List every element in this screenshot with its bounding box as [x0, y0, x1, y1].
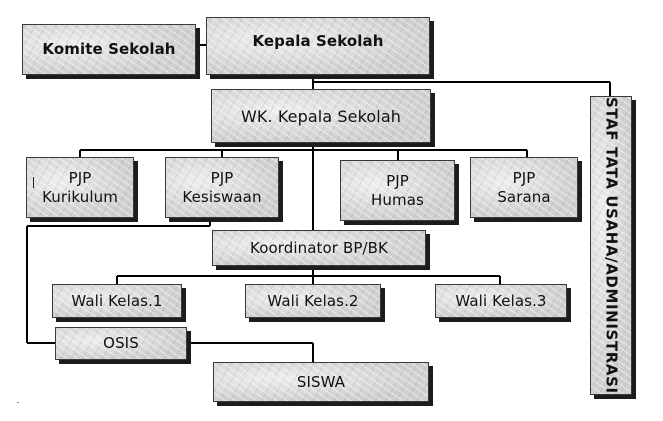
node-pjp-kurikulum: PJP Kurikulum — [26, 157, 134, 218]
stray-dot-mark — [17, 402, 19, 403]
node-wali-kelas-3-label: Wali Kelas.3 — [455, 291, 547, 310]
node-pjp-sarana-line2: Sarana — [497, 187, 551, 206]
node-wk-kepala-sekolah: WK. Kepala Sekolah — [211, 89, 431, 143]
node-wali-kelas-2: Wali Kelas.2 — [245, 284, 381, 318]
node-staf-tata-usaha: STAF TATA USAHA/ADMINISTRASI — [590, 96, 632, 395]
node-pjp-kesiswaan-line2: Kesiswaan — [182, 187, 262, 206]
node-pjp-humas-line2: Humas — [371, 190, 424, 209]
node-wali-kelas-3: Wali Kelas.3 — [435, 284, 567, 318]
node-pjp-sarana: PJP Sarana — [470, 157, 578, 218]
node-koordinator-bp-bk-label: Koordinator BP/BK — [250, 238, 388, 257]
node-pjp-humas: PJP Humas — [340, 160, 455, 221]
node-pjp-kurikulum-line1: PJP — [68, 168, 92, 187]
node-siswa: SISWA — [213, 362, 429, 402]
node-siswa-label: SISWA — [296, 372, 346, 391]
stray-tick-mark — [33, 177, 34, 188]
node-staf-tata-usaha-label: STAF TATA USAHA/ADMINISTRASI — [602, 97, 621, 394]
node-pjp-kesiswaan-line1: PJP — [210, 168, 234, 187]
node-koordinator-bp-bk: Koordinator BP/BK — [212, 230, 426, 266]
node-wk-kepala-sekolah-label: WK. Kepala Sekolah — [241, 106, 401, 126]
node-pjp-humas-line1: PJP — [386, 171, 409, 190]
node-wali-kelas-1-label: Wali Kelas.1 — [71, 291, 163, 310]
node-wali-kelas-2-label: Wali Kelas.2 — [267, 291, 359, 310]
node-pjp-kesiswaan: PJP Kesiswaan — [165, 157, 279, 218]
node-osis: OSIS — [55, 327, 187, 360]
node-kepala-sekolah-label: Kepala Sekolah — [252, 32, 384, 50]
node-osis-label: OSIS — [103, 334, 139, 352]
node-komite-sekolah: Komite Sekolah — [22, 24, 196, 75]
node-wali-kelas-1: Wali Kelas.1 — [52, 284, 182, 318]
node-kepala-sekolah: Kepala Sekolah — [206, 17, 430, 75]
node-komite-sekolah-label: Komite Sekolah — [42, 40, 176, 58]
node-pjp-sarana-line1: PJP — [512, 168, 536, 187]
node-pjp-kurikulum-line2: Kurikulum — [42, 187, 118, 206]
